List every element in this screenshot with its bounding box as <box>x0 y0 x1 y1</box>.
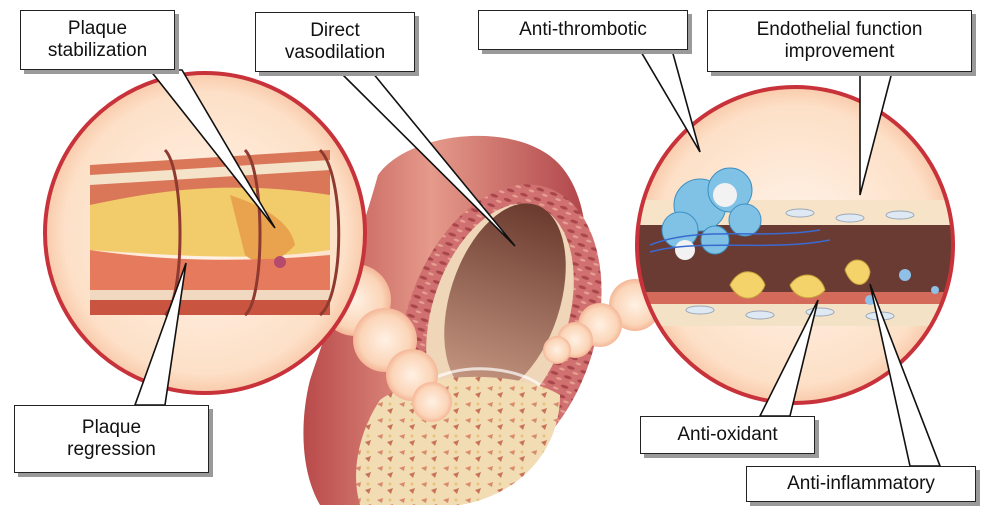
plaque-regression-label: Plaque regression <box>14 405 209 473</box>
anti-thrombotic-label: Anti-thrombotic <box>478 10 688 50</box>
direct-vasodilation-label: Direct vasodilation <box>255 12 415 72</box>
anti-oxidant-label: Anti-oxidant <box>640 416 815 454</box>
anti-inflammatory-label: Anti-inflammatory <box>746 466 976 502</box>
plaque-stabilization-label: Plaque stabilization <box>20 10 175 70</box>
endothelial-function-label: Endothelial function improvement <box>707 10 972 72</box>
